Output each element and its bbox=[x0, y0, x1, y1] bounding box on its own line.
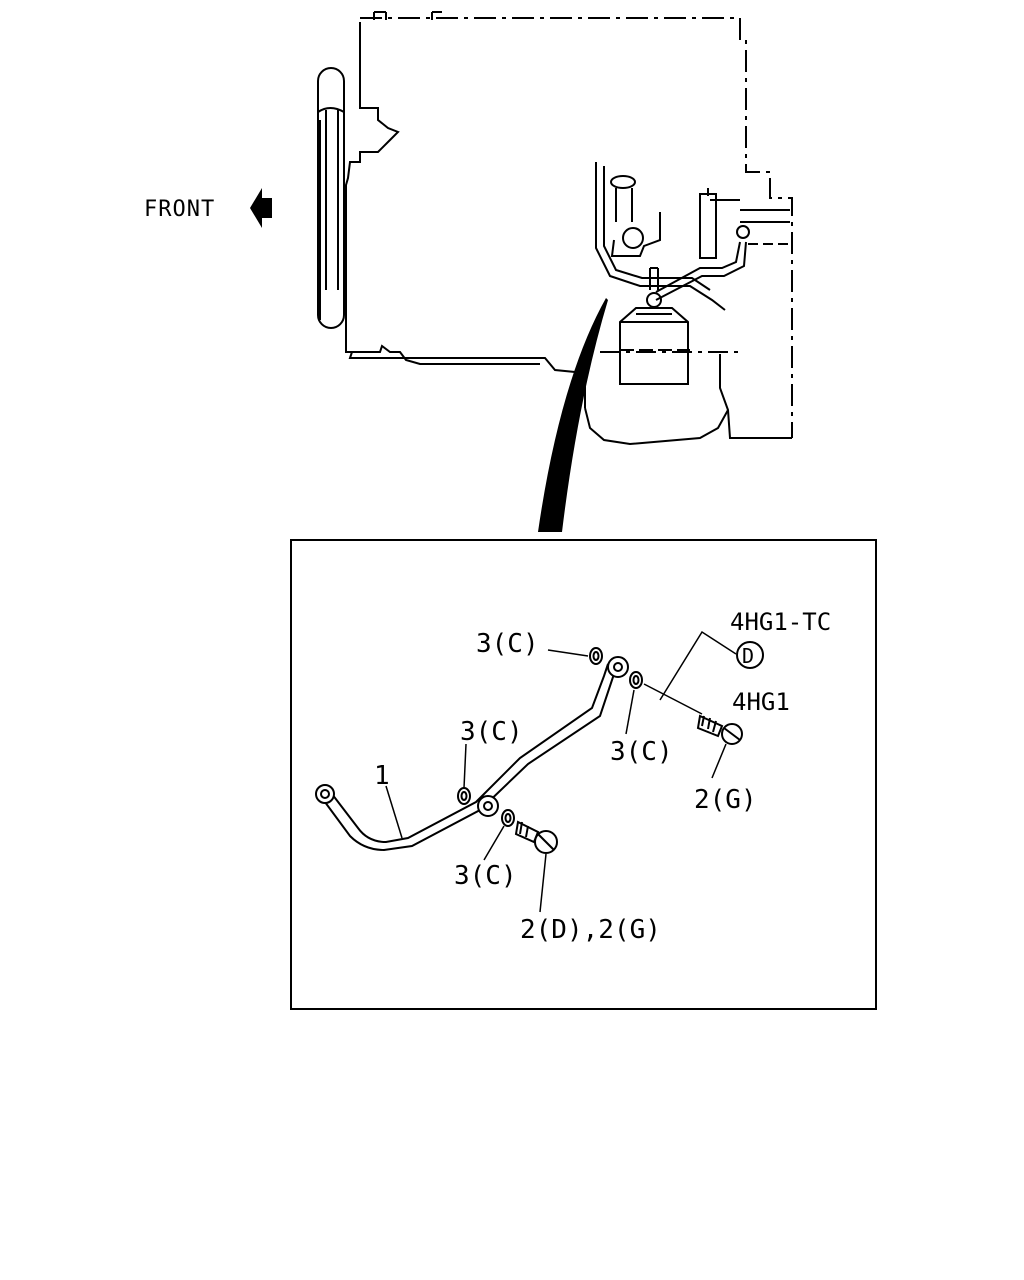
oil-pan bbox=[584, 407, 729, 446]
leader-bolt-lower bbox=[539, 853, 547, 913]
circle-mark-letter: D bbox=[742, 644, 754, 668]
leader-to-bolt-right bbox=[643, 683, 703, 715]
bolt-lower bbox=[514, 820, 558, 854]
leader-variant-bracket bbox=[659, 630, 737, 701]
left-eye-fitting bbox=[315, 784, 335, 804]
label-pipe: 1 bbox=[374, 761, 390, 791]
detail-frame bbox=[290, 539, 877, 1010]
bolt-right bbox=[696, 714, 743, 745]
leader-washer-lower bbox=[483, 825, 505, 861]
label-washer-mid-left: 3(C) bbox=[460, 717, 523, 747]
leader-pipe bbox=[385, 785, 403, 839]
engine-block-outline bbox=[345, 22, 576, 373]
label-washer-lower: 3(C) bbox=[454, 861, 517, 891]
label-bolt-lower: 2(D),2(G) bbox=[520, 915, 661, 945]
label-washer-right: 3(C) bbox=[610, 737, 673, 767]
engine-overview bbox=[317, 11, 793, 446]
oil-pipe-assembly bbox=[315, 630, 764, 913]
front-indicator: FRONT bbox=[144, 188, 272, 228]
detail-callout-wedge bbox=[538, 298, 608, 532]
detail-labels: 3(C) 3(C) 1 3(C) 2(D),2(G) 3(C) 2(G) 4HG… bbox=[374, 608, 831, 945]
washer-top bbox=[589, 647, 603, 665]
engine-oil-pipe bbox=[595, 162, 790, 311]
washer-lower bbox=[501, 809, 515, 827]
circle-mark bbox=[736, 641, 764, 669]
label-variant-tc: 4HG1-TC bbox=[730, 608, 831, 636]
leader-bolt-right bbox=[711, 743, 727, 779]
label-bolt-right: 2(G) bbox=[694, 785, 757, 815]
upper-eye-fitting bbox=[607, 656, 629, 678]
leader-washer-top bbox=[547, 649, 589, 657]
label-washer-top: 3(C) bbox=[476, 629, 539, 659]
label-variant-std: 4HG1 bbox=[732, 688, 790, 716]
engine-rear-edge bbox=[739, 18, 793, 438]
front-arrow-icon bbox=[250, 188, 272, 228]
leader-washer-right bbox=[625, 689, 635, 735]
leader-washer-mid-left bbox=[463, 743, 467, 789]
front-label: FRONT bbox=[144, 197, 215, 222]
oil-pipe bbox=[321, 667, 617, 852]
washer-right bbox=[629, 671, 643, 689]
middle-eye-fitting bbox=[477, 795, 499, 817]
oil-filter bbox=[619, 307, 690, 385]
washer-mid-left bbox=[457, 787, 471, 805]
front-pulley bbox=[317, 67, 345, 329]
